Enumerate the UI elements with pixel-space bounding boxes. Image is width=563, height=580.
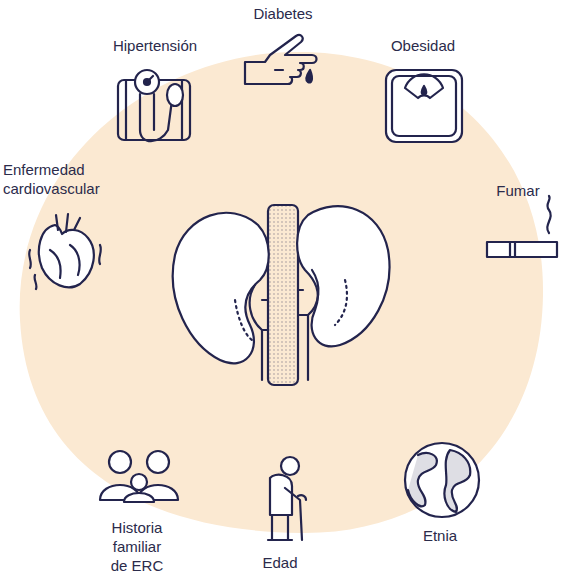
risk-factor-label: Edad <box>262 553 297 572</box>
heart-icon <box>29 214 101 289</box>
risk-factor-label: Hipertensión <box>113 36 197 55</box>
cigarette-icon <box>487 196 557 257</box>
risk-factor-label: Etnia <box>423 526 457 545</box>
risk-factor-label: Fumar <box>496 181 539 200</box>
risk-factor-label: Diabetes <box>253 4 312 23</box>
obesity-icon <box>386 70 462 142</box>
risk-factor-label: Obesidad <box>391 36 455 55</box>
hypertension-icon <box>118 70 190 141</box>
family-icon <box>100 451 178 502</box>
diabetes-icon <box>245 35 317 84</box>
background-blob <box>20 52 543 533</box>
risk-factor-label: Historia familiar de ERC <box>104 518 170 575</box>
risk-factor-label: Enfermedad cardiovascular <box>3 160 133 198</box>
kidneys-illustration <box>173 205 390 385</box>
globe-icon <box>405 443 479 517</box>
elderly-icon <box>268 457 306 540</box>
